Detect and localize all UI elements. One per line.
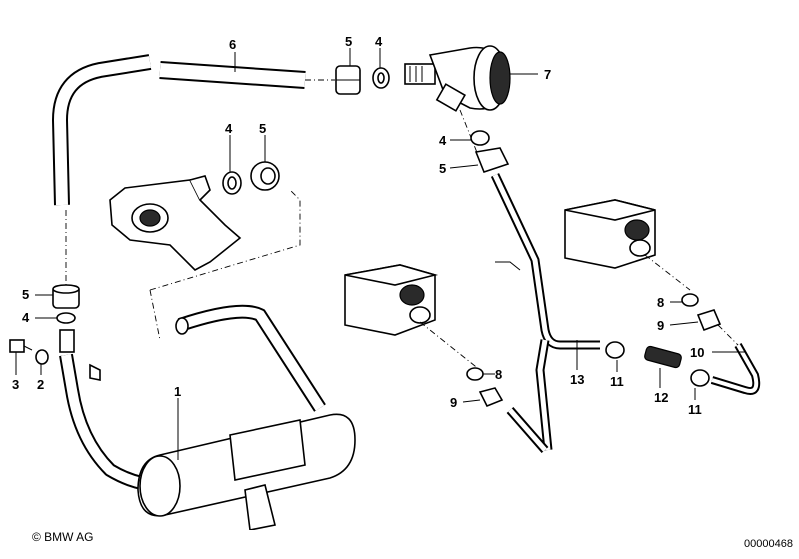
label-9-right: 9 xyxy=(657,318,664,333)
fitting-left xyxy=(59,329,75,353)
mount-block-right xyxy=(564,199,656,269)
label-4-manifold: 4 xyxy=(225,121,233,136)
washer-part-4-left xyxy=(56,312,76,324)
washer-part-4-top xyxy=(372,67,390,89)
label-4-top: 4 xyxy=(375,34,383,49)
nut-part-9-center xyxy=(478,387,504,408)
label-2: 2 xyxy=(37,377,44,392)
label-8-right: 8 xyxy=(657,295,664,310)
label-11-left: 11 xyxy=(610,374,624,389)
canister-part-1 xyxy=(137,413,356,530)
label-13: 13 xyxy=(570,372,584,387)
label-1: 1 xyxy=(174,384,181,399)
label-6: 6 xyxy=(229,37,236,52)
bolt-part-3 xyxy=(9,339,33,353)
nut-part-5-top xyxy=(335,65,361,95)
nut-part-5-left xyxy=(52,284,80,309)
label-5-top: 5 xyxy=(345,34,352,49)
label-5-manifold: 5 xyxy=(259,121,266,136)
label-8-center: 8 xyxy=(495,367,502,382)
label-3: 3 xyxy=(12,377,19,392)
pipe-part-13 xyxy=(490,173,600,453)
washer-part-2 xyxy=(35,349,49,365)
nut-part-5-manifold xyxy=(250,161,280,191)
filter-part-12 xyxy=(644,345,682,369)
label-7: 7 xyxy=(544,67,551,82)
mount-block-center xyxy=(344,264,439,336)
pipe-to-canister xyxy=(59,304,326,492)
diagram-id-text: 00000468 xyxy=(744,538,793,550)
label-10: 10 xyxy=(690,345,704,360)
nut-part-5-valve xyxy=(474,147,510,173)
hose-part-6 xyxy=(51,54,306,206)
valve-part-7 xyxy=(404,45,511,112)
washer-part-4-valve xyxy=(470,130,490,146)
label-5-valve: 5 xyxy=(439,161,446,176)
label-9-center: 9 xyxy=(450,395,457,410)
connector-part-11-right xyxy=(690,369,710,387)
washer-part-8-right xyxy=(681,293,699,307)
label-12: 12 xyxy=(654,390,668,405)
washer-part-8-center xyxy=(466,367,484,381)
label-4-left: 4 xyxy=(22,310,30,325)
label-5-left: 5 xyxy=(22,287,29,302)
copyright-text: © BMW AG xyxy=(32,530,94,544)
label-4-valve: 4 xyxy=(439,133,447,148)
nut-part-9-right xyxy=(696,309,722,332)
parts-diagram: 6 5 4 7 4 5 4 5 5 4 3 2 1 8 9 8 9 10 13 … xyxy=(9,34,761,530)
manifold xyxy=(109,175,242,271)
label-11-right: 11 xyxy=(688,402,702,417)
washer-part-4-manifold xyxy=(222,171,242,195)
connector-part-11-left xyxy=(605,341,625,359)
hose-part-10 xyxy=(710,343,761,395)
